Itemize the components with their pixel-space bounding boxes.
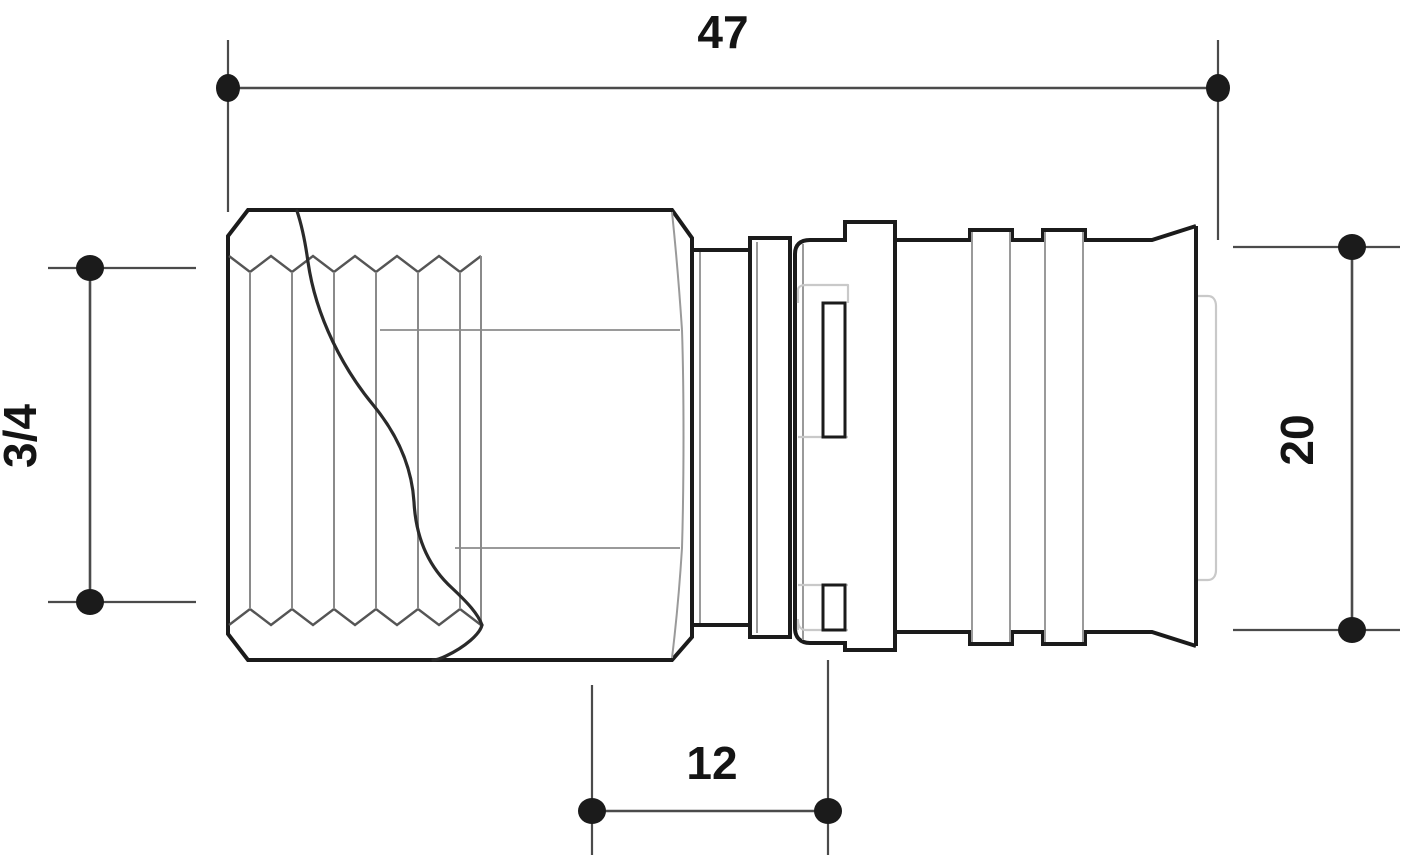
coupler-outline: [793, 220, 897, 652]
washer-outline: [748, 236, 792, 639]
bore-profile: [295, 209, 484, 662]
dim-dot-47-left: [216, 74, 240, 102]
coupler-slot-upper-faint: [796, 283, 850, 303]
internal-thread: [228, 254, 482, 627]
dim-dot-thread-bottom: [76, 589, 104, 615]
barb-top-profile: [895, 224, 1197, 242]
thread-zigzag-bottom: [228, 607, 482, 627]
dim-label-20: 20: [1271, 414, 1323, 465]
coupler-slot-lower: [821, 583, 847, 632]
shaft-section: [692, 248, 750, 627]
dimension-12-group: 12: [578, 660, 842, 855]
dim-label-12: 12: [686, 737, 737, 789]
hex-chamfer-curve-bottom: [671, 547, 683, 659]
dim-dot-20-top: [1338, 234, 1366, 260]
washer-flange: [748, 236, 792, 639]
coupler-block: [793, 220, 897, 652]
hex-nut-body: [226, 208, 694, 662]
dim-dot-12-left: [578, 798, 606, 824]
dim-dot-thread-top: [76, 255, 104, 281]
hex-chamfer-curve-top: [671, 211, 683, 331]
bore-profile-curve-lower: [431, 623, 484, 662]
dimension-20-group: 20: [1233, 234, 1400, 643]
coupler-slot-upper: [821, 301, 847, 439]
dim-dot-47-right: [1206, 74, 1230, 102]
dim-label-47: 47: [697, 6, 748, 58]
dim-dot-12-right: [814, 798, 842, 824]
dimension-47-group: 47: [216, 6, 1230, 240]
bore-profile-curve: [295, 209, 484, 627]
coupler-slot-lower-base: [796, 618, 848, 632]
barb-bore-outline: [1198, 294, 1218, 582]
dim-label-thread: 3/4: [0, 404, 46, 468]
dimension-thread-group: 3/4: [0, 255, 196, 615]
hex-chamfer-curve-mid-top: [681, 329, 685, 549]
thread-zigzag-top: [228, 254, 482, 274]
dim-dot-20-bottom: [1338, 617, 1366, 643]
hose-barb: [895, 224, 1218, 648]
barb-bottom-profile: [895, 630, 1197, 648]
hex-nut-outline: [226, 208, 694, 662]
